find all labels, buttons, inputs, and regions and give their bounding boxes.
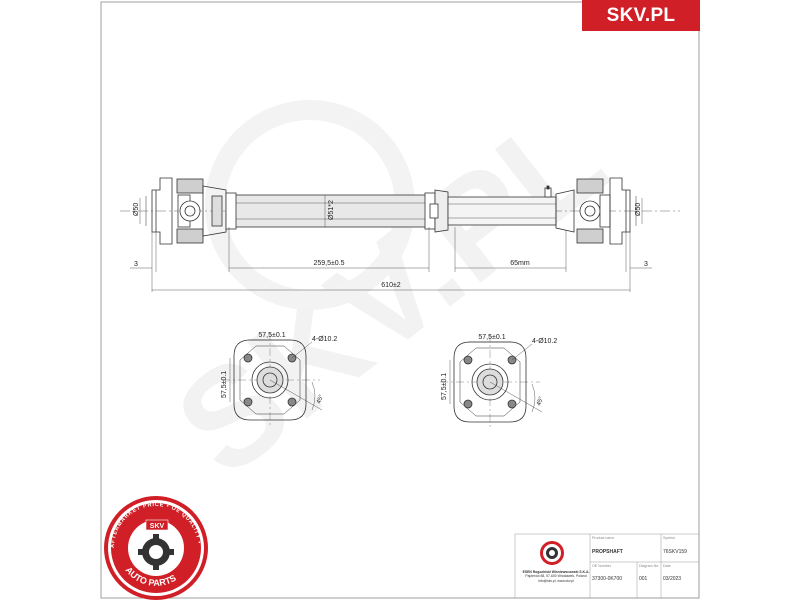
stamp-badge [145, 519, 169, 531]
title-block-grid [514, 533, 700, 599]
flange-right-spacing-v: 57,5±0.1 [441, 373, 448, 400]
dim-slip-length: 65mm [510, 260, 530, 267]
bolt-hole [287, 397, 297, 407]
date-value: 03/2023 [663, 576, 682, 582]
quality-stamp: AFTERMARKET PRICE • OE QUALITY • AUTO PA… [104, 496, 208, 600]
flange-right-spacing-h: 57,5±0.1 [478, 334, 505, 341]
product-name-label: Product name [592, 536, 615, 540]
drawing-border [100, 1, 700, 599]
left-flange [145, 177, 173, 245]
company-address: ESEN Rogoziński Wiśniewscowski S.K.A. Pa… [518, 570, 594, 583]
bolt-hole [463, 399, 473, 409]
oe-number-label: OE Number [592, 564, 611, 568]
right-u-joint [576, 178, 611, 244]
bolt-hole [243, 353, 253, 363]
dim-tube-length: 259,5±0.5 [313, 260, 344, 267]
watermark: SKV.PL [148, 78, 633, 505]
symbol-label: Symbol [663, 536, 675, 540]
company-line: ESEN Rogoziński Wiśniewscowski S.K.A. [522, 570, 590, 574]
flange-left-spacing-h: 57,5±0.1 [258, 332, 285, 339]
dim-total-length: 610±2 [381, 282, 401, 289]
flange-view-left [222, 332, 323, 428]
company-line: info@skv.pl, www.skv.pl [538, 578, 574, 583]
flange-left-angle: 45° [316, 394, 325, 405]
dim-left-diameter: Ø50 [133, 203, 140, 216]
propshaft-side-view [120, 177, 680, 292]
slip-joint [429, 185, 575, 233]
bolt-hole [243, 397, 253, 407]
diagram-no-value: 001 [639, 576, 648, 582]
flange-right-angle: 45° [536, 396, 545, 407]
dim-right-end: 3 [644, 261, 648, 268]
date-label: Date [663, 564, 671, 568]
dim-left-end: 3 [134, 261, 138, 268]
company-logo-icon [540, 541, 564, 565]
flange-view-right [440, 334, 543, 430]
brand-logo: SKV.PL [582, 0, 700, 31]
bolt-hole [507, 399, 517, 409]
product-name-value: PROPSHAFT [592, 549, 623, 555]
stamp-center-text: SKV [150, 523, 165, 530]
symbol-value: 76SKV159 [663, 549, 687, 555]
dim-right-diameter: Ø50 [635, 203, 642, 216]
company-line: Papierów 88, 57-600 Wrocławek, Poland [525, 574, 587, 579]
main-tube [225, 192, 436, 230]
dim-tube-diameter: Ø51*2 [328, 200, 335, 220]
left-u-joint [176, 178, 227, 244]
title-block: Product name PROPSHAFT Symbol 76SKV159 O… [515, 534, 699, 598]
flange-right-holes: 4-Ø10.2 [532, 338, 557, 345]
flange-left-holes: 4-Ø10.2 [312, 336, 337, 343]
diagram-no-label: Diagram No. [639, 564, 660, 568]
bolt-hole [463, 355, 473, 365]
oe-number-value: 37300-0K700 [592, 576, 623, 582]
gear-icon [138, 534, 174, 570]
flange-left-spacing-v: 57,5±0.1 [221, 371, 228, 398]
